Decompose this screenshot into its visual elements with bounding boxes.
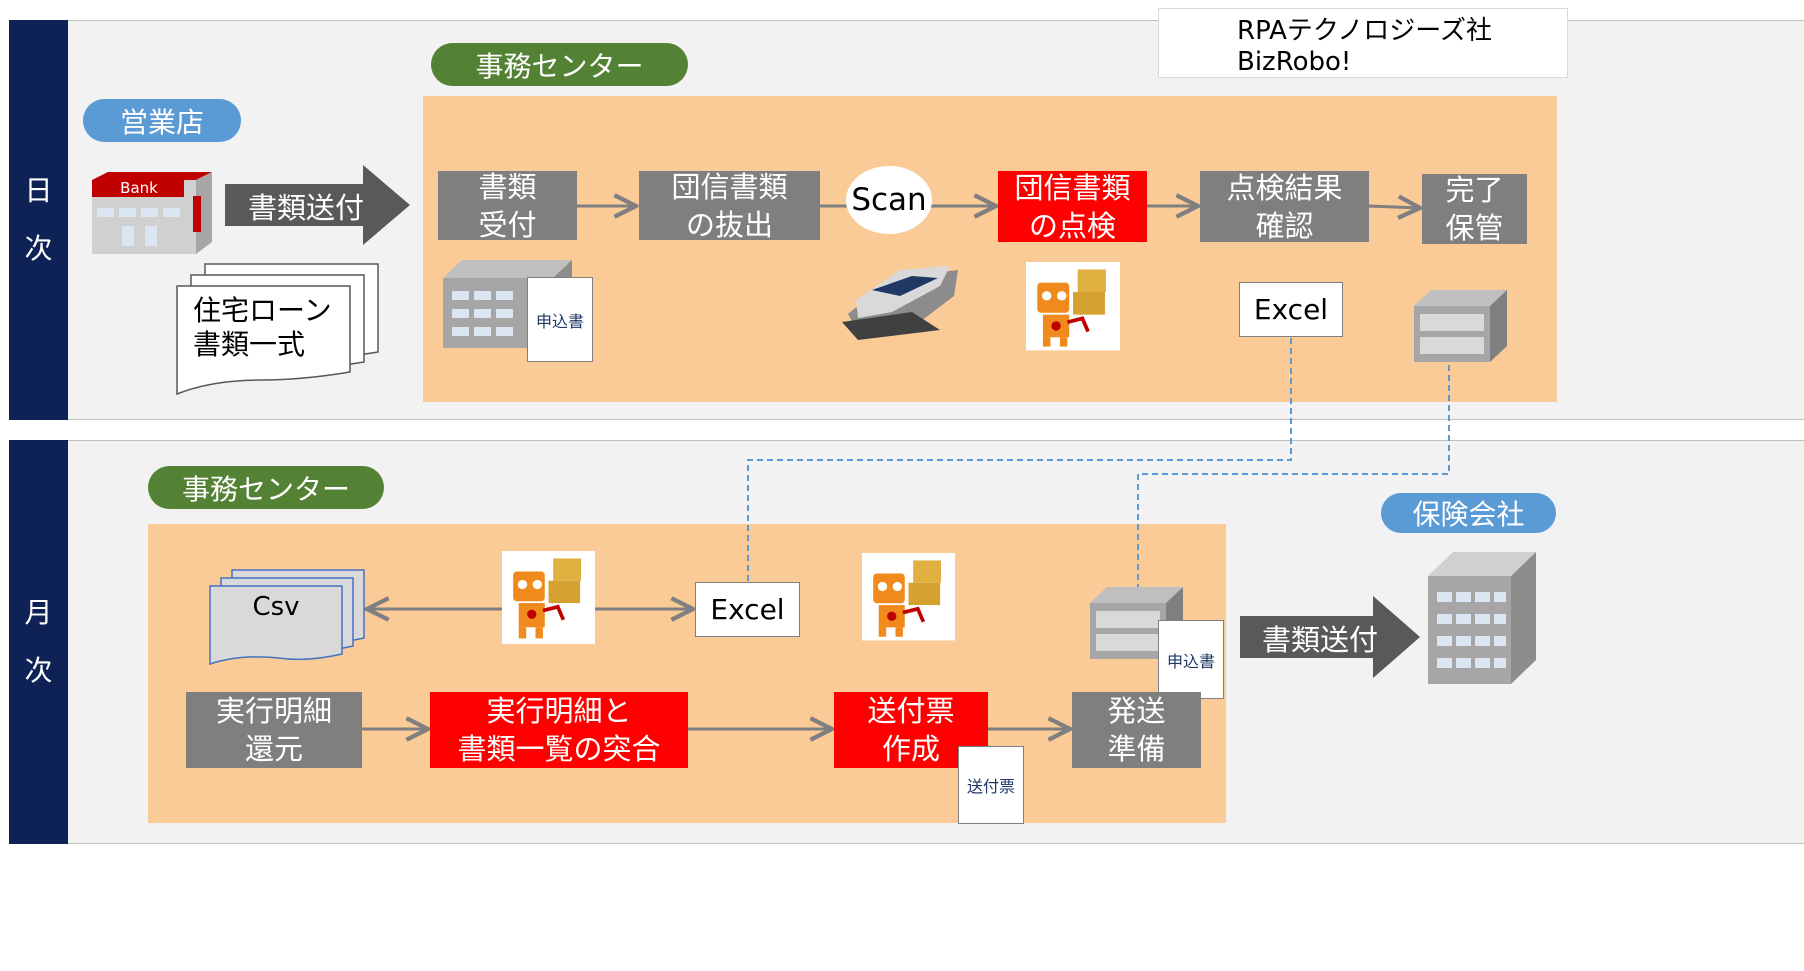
loan-docs-icon: [176, 263, 379, 396]
step-confirm-results: 点検結果 確認: [1200, 171, 1369, 243]
scanner-icon: [842, 266, 958, 340]
daily-excel-label: Excel: [1253, 293, 1329, 326]
step-extract-docs: 団信書類 の抜出: [639, 170, 820, 242]
step-complete-store: 完了 保管: [1422, 173, 1527, 245]
daily-center-area: [423, 96, 1557, 402]
bank-building-icon: [92, 172, 212, 254]
monthly-flow-connectors: [362, 609, 1070, 729]
daily-send-arrow: 書類送付: [248, 191, 365, 225]
dashed-links: [747, 338, 1450, 588]
insurer-pill: 保険会社: [1381, 493, 1556, 533]
rpa-legend-label: RPAテクノロジーズ社 BizRobo!: [1237, 15, 1493, 77]
csv-files-icon: [209, 569, 365, 666]
monthly-application-doc-label: 申込書: [1166, 651, 1215, 671]
robot-icon-reconcile: [502, 551, 595, 644]
loan-docs-label: 住宅ローン 書類一式: [193, 294, 332, 361]
robot-icon-check: [1026, 262, 1120, 351]
daily-flow-connectors: [577, 206, 1420, 208]
step-reconcile-list: 実行明細と 書類一覧の突合: [430, 692, 688, 768]
archive-cabinet-icon: [1414, 290, 1507, 362]
step-check-docs: 団信書類 の点検: [998, 171, 1147, 243]
monthly-application-doc: 申込書: [1158, 620, 1224, 699]
monthly-side-char-2: 次: [24, 654, 53, 687]
monthly-side-label: 月 次: [9, 440, 68, 844]
step-receive-docs: 書類 受付: [438, 170, 577, 242]
step-execution-statement: 実行明細 還元: [186, 692, 362, 768]
daily-side-char-1: 日: [24, 174, 53, 207]
insurer-building-icon: [1428, 552, 1536, 684]
slip-doc: 送付票: [958, 746, 1024, 824]
step-scan: Scan: [846, 166, 932, 234]
step-prepare-shipping: 発送 準備: [1072, 692, 1201, 768]
monthly-excel-note: Excel: [695, 582, 800, 637]
daily-application-doc: 申込書: [527, 277, 593, 362]
daily-send-arrow-shape: [225, 165, 410, 245]
daily-center-pill: 事務センター: [431, 43, 688, 86]
monthly-send-arrow-shape: [1240, 596, 1420, 678]
daily-side-char-2: 次: [24, 232, 53, 265]
rpa-legend: RPAテクノロジーズ社 BizRobo!: [1158, 8, 1568, 78]
robot-icon-slip: [862, 553, 955, 641]
daily-excel-note: Excel: [1239, 282, 1343, 337]
monthly-send-arrow: 書類送付: [1262, 623, 1379, 657]
csv-label: Csv: [252, 592, 300, 622]
monthly-center-pill: 事務センター: [148, 466, 384, 509]
monthly-side-char-1: 月: [24, 596, 53, 629]
slip-doc-label: 送付票: [966, 777, 1015, 796]
daily-side-label: 日 次: [9, 20, 68, 420]
monthly-excel-label: Excel: [710, 593, 785, 626]
branch-pill: 営業店: [83, 99, 241, 142]
bank-sign: Bank: [120, 179, 158, 197]
daily-application-doc-label: 申込書: [535, 311, 584, 331]
